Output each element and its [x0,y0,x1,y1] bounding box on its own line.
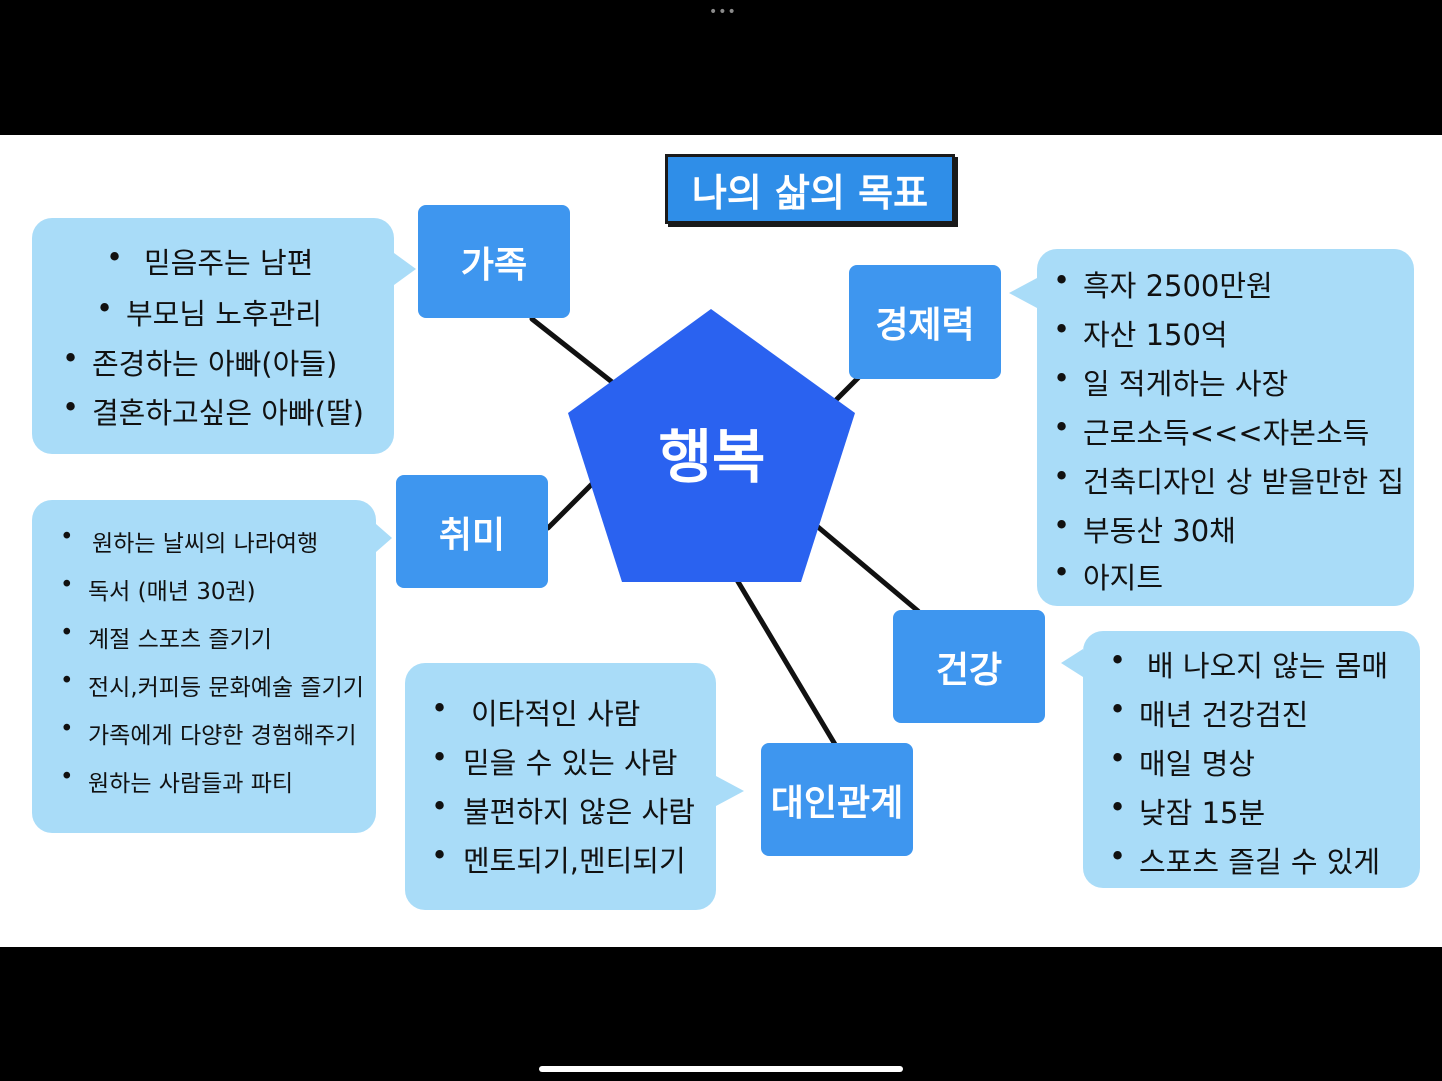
list-item: •부동산 30채 [1053,508,1236,548]
list-item: •믿을 수 있는 사람 [431,740,678,780]
list-item: •아지트 [1053,555,1164,595]
list-item: •계절 스포츠 즐기기 [60,620,272,653]
list-item: •스포츠 즐길 수 있게 [1109,839,1381,879]
home-indicator[interactable] [539,1066,903,1072]
list-item: •건축디자인 상 받을만한 집 [1053,459,1405,499]
connector-hobby [545,481,595,531]
multitasking-dots-icon[interactable]: ••• [709,4,737,20]
hobby-bubble-tail [376,524,392,552]
health-bubble-tail [1061,649,1083,677]
list-item: •믿음주는 남편 [106,240,314,280]
hobby-node[interactable]: 취미 [396,475,548,588]
health-bubble: •배 나오지 않는 몸매 •매년 건강검진 •매일 명상 •낮잠 15분 •스포… [1083,631,1420,888]
list-item: •매년 건강검진 [1109,692,1309,732]
list-item: •전시,커피등 문화예술 즐기기 [60,668,364,701]
connector-relations [734,577,839,749]
family-node[interactable]: 가족 [418,205,570,318]
list-item: •원하는 사람들과 파티 [60,764,294,797]
economy-bubble-tail [1009,278,1037,308]
family-bubble-tail [394,253,416,285]
list-item: •결혼하고싶은 아빠(딸) [62,390,364,430]
relations-bubble-tail [716,776,744,806]
list-item: •멘토되기,멘티되기 [431,838,686,878]
list-item: •매일 명상 [1109,741,1255,781]
connector-family [529,316,615,385]
list-item: •낮잠 15분 [1109,790,1266,830]
relations-bubble: •이타적인 사람 •믿을 수 있는 사람 •불편하지 않은 사람 •멘토되기,멘… [405,663,716,910]
slide: 행복 나의 삶의 목표 •믿음주는 남편 •부모님 노후관리 •존경하는 아빠(… [0,135,1442,947]
list-item: •자산 150억 [1053,312,1228,352]
economy-bubble: •흑자 2500만원 •자산 150억 •일 적게하는 사장 •근로소득<<<자… [1037,249,1414,606]
list-item: •독서 (매년 30권) [60,572,256,605]
center-pentagon [568,309,855,582]
health-node[interactable]: 건강 [893,610,1045,723]
list-item: •흑자 2500만원 [1053,263,1273,303]
list-item: •원하는 날씨의 나라여행 [60,524,319,557]
page-title: 나의 삶의 목표 [665,154,955,224]
list-item: •불편하지 않은 사람 [431,789,695,829]
list-item: •이타적인 사람 [431,691,641,731]
center-label: 행복 [658,423,766,491]
hobby-bubble: •원하는 날씨의 나라여행 •독서 (매년 30권) •계절 스포츠 즐기기 •… [32,500,376,833]
connector-lines [529,309,921,749]
connector-economy [831,375,861,405]
family-bubble: •믿음주는 남편 •부모님 노후관리 •존경하는 아빠(아들) •결혼하고싶은 … [32,218,394,454]
connector-health [815,524,921,614]
list-item: •부모님 노후관리 [96,291,322,331]
list-item: •근로소득<<<자본소득 [1053,410,1370,450]
list-item: •일 적게하는 사장 [1053,361,1289,401]
relations-node[interactable]: 대인관계 [761,743,913,856]
list-item: •가족에게 다양한 경험해주기 [60,716,357,749]
list-item: •배 나오지 않는 몸매 [1109,643,1389,683]
economy-node[interactable]: 경제력 [849,265,1001,379]
list-item: •존경하는 아빠(아들) [62,341,338,381]
